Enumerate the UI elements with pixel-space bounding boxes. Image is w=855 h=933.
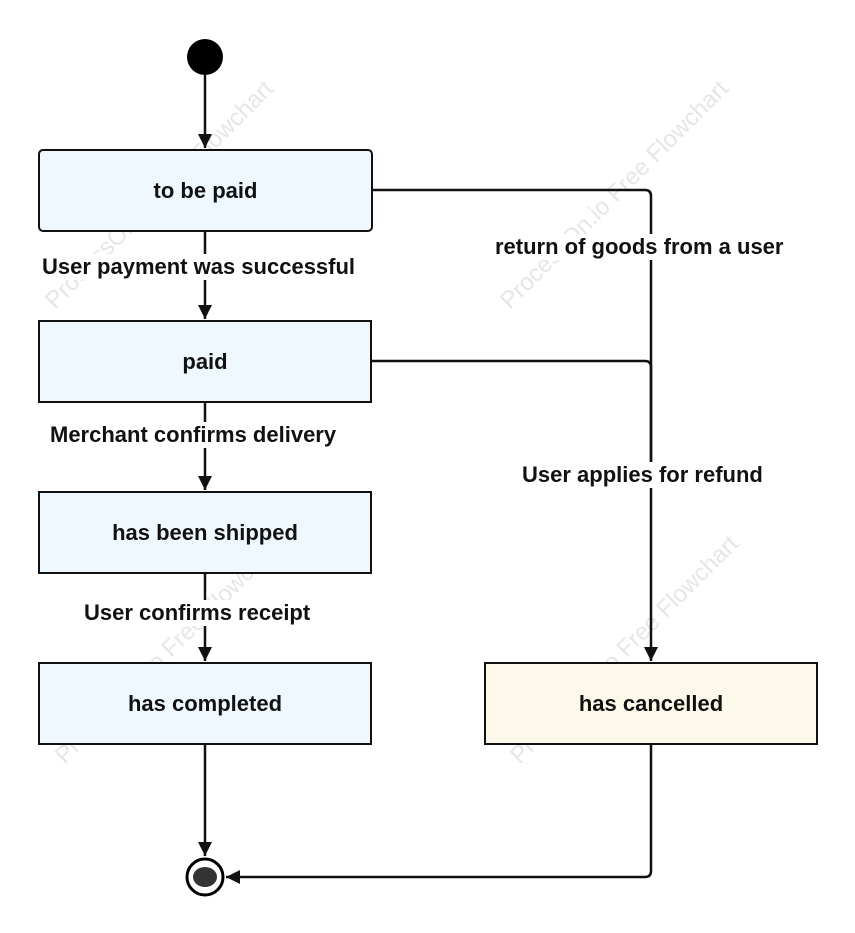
state-paid: paid (38, 320, 372, 403)
transition-label-refund: User applies for refund (520, 462, 765, 488)
state-label: has cancelled (578, 690, 724, 716)
start-node (187, 39, 223, 75)
state-label: has completed (127, 690, 283, 716)
transition-label-return: return of goods from a user (493, 234, 786, 260)
arrow-refund (372, 359, 653, 470)
end-node-core (193, 867, 217, 887)
state-has-completed: has completed (38, 662, 372, 745)
state-label: has been shipped (112, 519, 298, 545)
state-label: paid (182, 348, 228, 374)
transition-label-payment: User payment was successful (40, 254, 358, 280)
state-label: to be paid (153, 177, 258, 203)
transition-label-receipt: User confirms receipt (82, 600, 313, 626)
transition-label-delivery: Merchant confirms delivery (48, 422, 339, 448)
state-has-been-shipped: has been shipped (38, 491, 372, 574)
state-to-be-paid: to be paid (38, 149, 373, 232)
arrow-cancel-to-end (226, 744, 653, 884)
arrow-return (372, 188, 658, 661)
state-has-cancelled: has cancelled (484, 662, 818, 745)
